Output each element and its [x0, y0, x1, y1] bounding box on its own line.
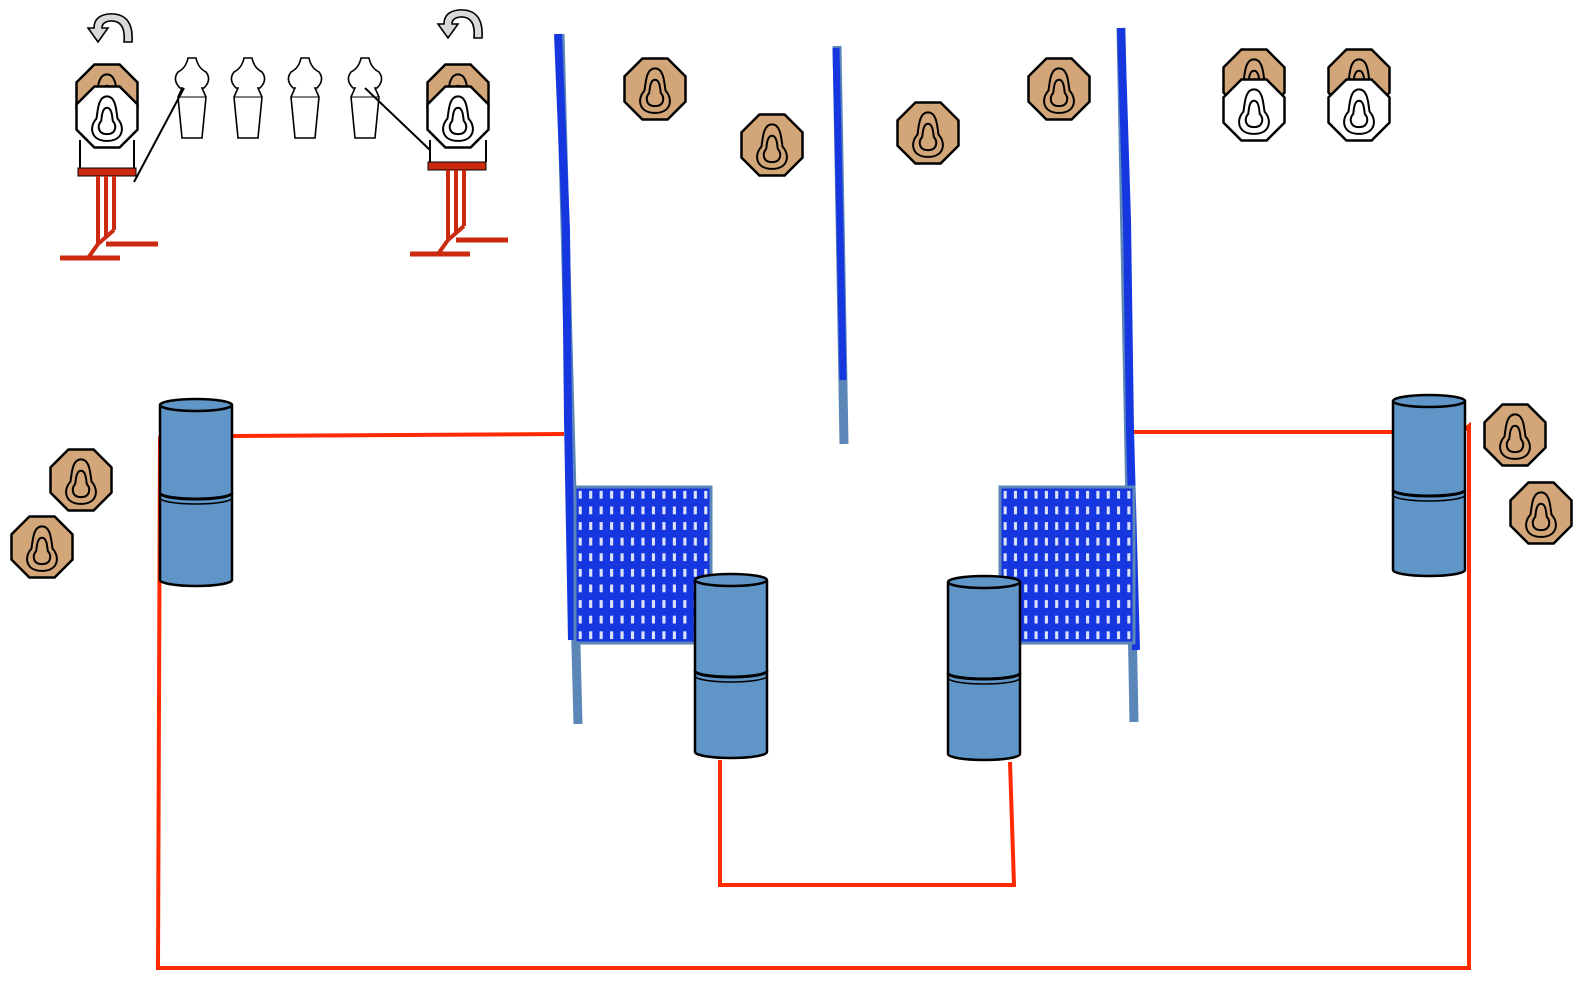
steel-plate-target — [49, 448, 113, 512]
barrel — [158, 397, 234, 588]
fault-line — [231, 432, 565, 438]
activation-cable — [133, 87, 185, 183]
barrel — [1391, 393, 1467, 578]
steel-plate-target — [623, 57, 687, 121]
stands-layer — [60, 9, 508, 261]
mesh-panel — [573, 485, 713, 645]
swinger-target — [426, 63, 490, 149]
fault-line — [718, 760, 1017, 887]
steel-plate-target — [740, 113, 804, 177]
paper-target-pair — [1222, 48, 1286, 142]
swinging-target-stand — [410, 161, 508, 257]
steel-plate-target — [1027, 57, 1091, 121]
vision-barrier-wall — [832, 47, 847, 381]
no-shoot-target — [230, 57, 266, 139]
barrels-layer — [158, 393, 1467, 762]
rotation-arrow-icon — [86, 13, 133, 44]
walls-layer — [554, 27, 1140, 725]
paper-target — [1327, 78, 1391, 142]
no-shoot-target — [174, 57, 210, 139]
paper-target-pair — [1327, 48, 1391, 142]
activation-cable — [364, 87, 431, 151]
vision-barrier-wall — [554, 33, 576, 641]
paper-target — [426, 85, 490, 149]
steel-plate-target — [1483, 403, 1547, 467]
no-shoot-target — [287, 57, 323, 139]
targets-layer — [10, 48, 1573, 579]
swinging-target-stand — [60, 167, 158, 261]
steel-plate-target — [10, 515, 74, 579]
mesh-panel — [998, 485, 1136, 645]
steel-plate-target — [1509, 481, 1573, 545]
rotation-arrow-icon — [436, 9, 483, 40]
steel-plate-target — [896, 101, 960, 165]
paper-target — [1222, 78, 1286, 142]
barrel — [946, 574, 1022, 762]
fault-lines-layer — [155, 421, 1471, 970]
fault-line — [155, 421, 1471, 970]
paper-target — [75, 85, 139, 149]
swinger-target — [75, 63, 139, 149]
barrel — [693, 572, 769, 760]
